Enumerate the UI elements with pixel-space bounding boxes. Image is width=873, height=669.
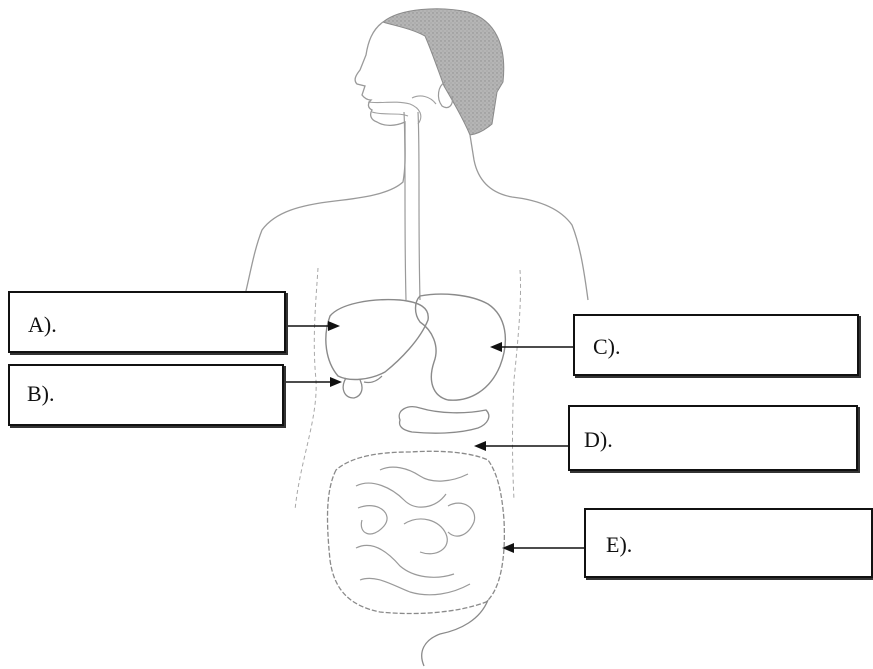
rectum [422, 600, 488, 666]
label-b-text: B). [27, 383, 55, 405]
liver [326, 300, 428, 380]
hair [383, 9, 504, 135]
throat-structures [368, 96, 436, 124]
arrowhead-c [490, 342, 502, 352]
label-d-text: D). [584, 429, 613, 451]
torso-right [513, 270, 521, 500]
label-e-text: E). [606, 534, 632, 556]
label-box-e[interactable]: E). [584, 508, 873, 578]
label-box-a[interactable]: A). [8, 291, 286, 353]
label-c-text: C). [593, 336, 621, 358]
label-box-d[interactable]: D). [568, 405, 858, 471]
arrowhead-d [474, 441, 486, 451]
gall-bladder [343, 378, 362, 398]
arrowhead-b [330, 377, 342, 387]
label-a-text: A). [28, 314, 57, 336]
esophagus [404, 112, 420, 300]
large-intestine [328, 451, 505, 613]
neck-back-outline [470, 135, 588, 300]
small-intestine [356, 467, 475, 595]
label-box-b[interactable]: B). [8, 364, 284, 426]
torso-left [295, 268, 318, 510]
duodenum-pancreas [399, 407, 489, 433]
arrowhead-a [328, 321, 340, 331]
label-box-c[interactable]: C). [573, 314, 859, 376]
head-outline [245, 22, 405, 295]
